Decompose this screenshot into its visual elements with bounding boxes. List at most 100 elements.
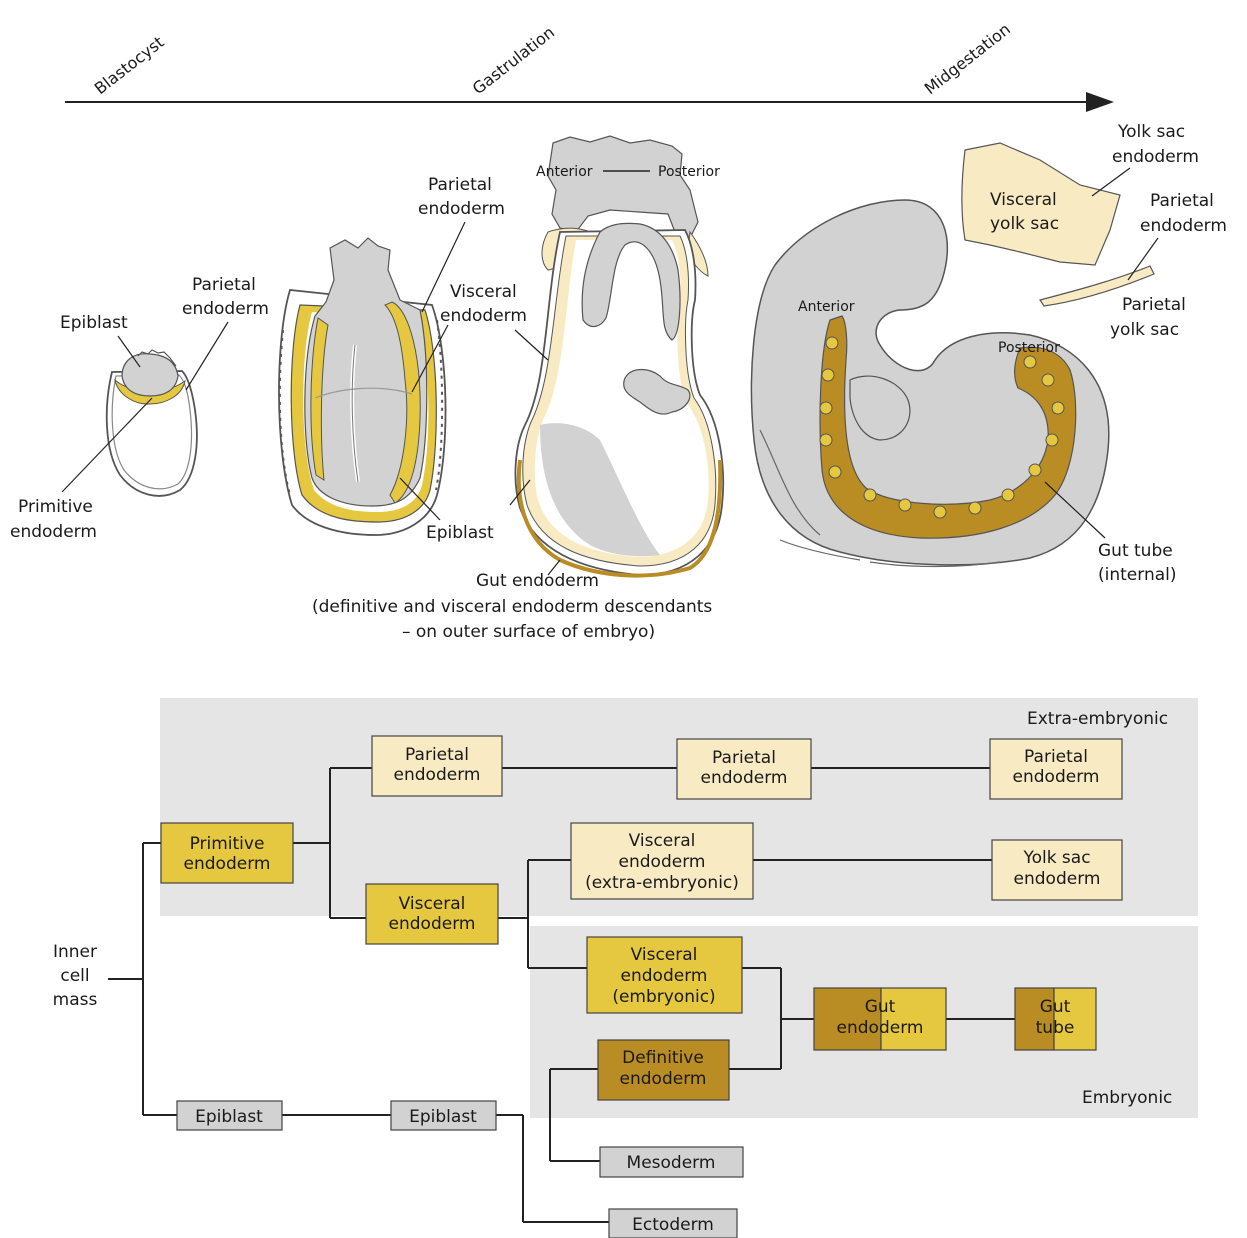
blastocyst-epiblast (122, 354, 178, 396)
gut-cell-dot (934, 506, 946, 518)
node-gut-endoderm-line2: endoderm (837, 1018, 924, 1038)
node-parietal1-line2: endoderm (394, 765, 481, 785)
node-parietal-endoderm-2: Parietal endoderm (677, 739, 811, 799)
node-parietal3-line1: Parietal (1024, 747, 1088, 767)
gut-cell-dot (1042, 374, 1054, 386)
gut-cell-dot (822, 369, 834, 381)
node-visceral-extra-line2: endoderm (619, 852, 706, 872)
label-parietal-yolksac-b: yolk sac (1110, 320, 1179, 340)
gut-cell-dot (969, 502, 981, 514)
node-visceral-extra-embryonic: Visceral endoderm (extra-embryonic) (571, 823, 753, 899)
node-parietal2-line2: endoderm (701, 768, 788, 788)
label-yolksac-endoderm-a: Yolk sac (1117, 122, 1185, 142)
node-epiblast1-label: Epiblast (195, 1107, 263, 1127)
gastrula-late-illustration (515, 136, 723, 576)
icm-label-2: cell (60, 966, 89, 986)
node-gut-endoderm-line1: Gut (865, 997, 896, 1017)
label-epiblast-2: Epiblast (426, 523, 494, 543)
node-primitive-endoderm-line2: endoderm (184, 854, 271, 874)
icm-label-1: Inner (53, 942, 97, 962)
label-posterior-4: Posterior (998, 340, 1060, 356)
label-visceral-endoderm-2b: endoderm (440, 306, 527, 326)
node-visceral-emb-line3: (embryonic) (612, 987, 715, 1007)
label-primitive-endoderm-1b: endoderm (10, 522, 97, 542)
node-primitive-endoderm: Primitive endoderm (161, 823, 293, 883)
node-definitive-endoderm: Definitive endoderm (598, 1040, 729, 1100)
node-visceral-embryonic: Visceral endoderm (embryonic) (587, 937, 742, 1013)
node-primitive-endoderm-line1: Primitive (190, 834, 265, 854)
gut-cell-dot (864, 489, 876, 501)
node-yolksac-endoderm: Yolk sac endoderm (992, 840, 1122, 900)
label-epiblast-1: Epiblast (60, 313, 128, 333)
gut-cell-dot (1046, 434, 1058, 446)
node-mesoderm: Mesoderm (600, 1147, 743, 1177)
label-visceral-yolksac-a: Visceral (990, 190, 1057, 210)
label-parietal-endoderm-2b: endoderm (418, 199, 505, 219)
timeline: Blastocyst Gastrulation Midgestation (65, 19, 1110, 102)
node-visceral-endoderm: Visceral endoderm (366, 884, 498, 944)
node-parietal-endoderm-3: Parietal endoderm (990, 739, 1122, 799)
gut-cell-dot (1052, 402, 1064, 414)
gastrula-late-ectoplacental-cone (548, 136, 698, 238)
label-parietal-endoderm-1a: Parietal (192, 275, 256, 295)
label-primitive-endoderm-1a: Primitive (18, 497, 93, 517)
icm-label-3: mass (53, 990, 98, 1010)
node-visceral-extra-line1: Visceral (629, 831, 696, 851)
gut-cell-dot (829, 466, 841, 478)
node-visceral-emb-line2: endoderm (621, 966, 708, 986)
label-gut-endoderm-desc-1: (definitive and visceral endoderm descen… (312, 597, 712, 617)
node-epiblast-2: Epiblast (391, 1101, 496, 1130)
node-gut-tube-line2: tube (1036, 1018, 1075, 1038)
node-visceral-extra-line3: (extra-embryonic) (585, 873, 739, 893)
node-gut-tube-line1: Gut (1040, 997, 1071, 1017)
gut-cell-dot (1029, 464, 1041, 476)
gut-cell-dot (820, 434, 832, 446)
gut-cell-dot (899, 499, 911, 511)
label-posterior-3: Posterior (658, 164, 720, 180)
node-parietal3-line2: endoderm (1013, 767, 1100, 787)
stage-label-gastrulation: Gastrulation (469, 23, 558, 99)
stage-label-midgestation: Midgestation (921, 19, 1014, 98)
label-gut-tube-a: Gut tube (1098, 541, 1173, 561)
gut-cell-dot (826, 337, 838, 349)
gut-cell-dot (1024, 356, 1036, 368)
label-parietal-yolksac-a: Parietal (1122, 295, 1186, 315)
stage-label-blastocyst: Blastocyst (91, 32, 168, 98)
node-gut-tube: Gut tube (1015, 988, 1096, 1050)
label-visceral-yolksac-b: yolk sac (990, 214, 1059, 234)
label-visceral-endoderm-2a: Visceral (450, 282, 517, 302)
node-parietal1-line1: Parietal (405, 745, 469, 765)
label-region-embryonic: Embryonic (1082, 1088, 1172, 1108)
label-parietal-endoderm-4b: endoderm (1140, 216, 1227, 236)
node-epiblast-1: Epiblast (177, 1101, 282, 1130)
midgestation-illustration (752, 143, 1154, 567)
gastrula-early-illustration (279, 238, 446, 535)
label-gut-tube-b: (internal) (1098, 565, 1177, 585)
node-visceral-emb-line1: Visceral (631, 945, 698, 965)
label-yolksac-endoderm-b: endoderm (1112, 147, 1199, 167)
node-visceral-line1: Visceral (399, 894, 466, 914)
label-parietal-endoderm-1b: endoderm (182, 299, 269, 319)
node-parietal-endoderm-1: Parietal endoderm (372, 736, 502, 796)
gut-cell-dot (1002, 489, 1014, 501)
label-parietal-endoderm-2a: Parietal (428, 175, 492, 195)
gut-cell-dot (820, 402, 832, 414)
node-ectoderm: Ectoderm (609, 1209, 737, 1238)
node-yolksac-line1: Yolk sac (1022, 848, 1090, 868)
label-anterior-4: Anterior (798, 299, 855, 315)
node-definitive-line2: endoderm (620, 1069, 707, 1089)
node-mesoderm-label: Mesoderm (627, 1153, 716, 1173)
node-yolksac-line2: endoderm (1014, 869, 1101, 889)
label-gut-endoderm-desc-2: – on outer surface of embryo) (402, 622, 655, 642)
label-parietal-endoderm-4a: Parietal (1150, 191, 1214, 211)
node-ectoderm-label: Ectoderm (632, 1215, 714, 1235)
label-anterior-3: Anterior (536, 164, 593, 180)
blastocyst-illustration (107, 350, 197, 496)
node-gut-endoderm: Gut endoderm (814, 988, 946, 1050)
node-epiblast2-label: Epiblast (409, 1107, 477, 1127)
label-region-extra: Extra-embryonic (1027, 709, 1168, 729)
node-definitive-line1: Definitive (622, 1048, 704, 1068)
label-gut-endoderm: Gut endoderm (476, 571, 599, 591)
